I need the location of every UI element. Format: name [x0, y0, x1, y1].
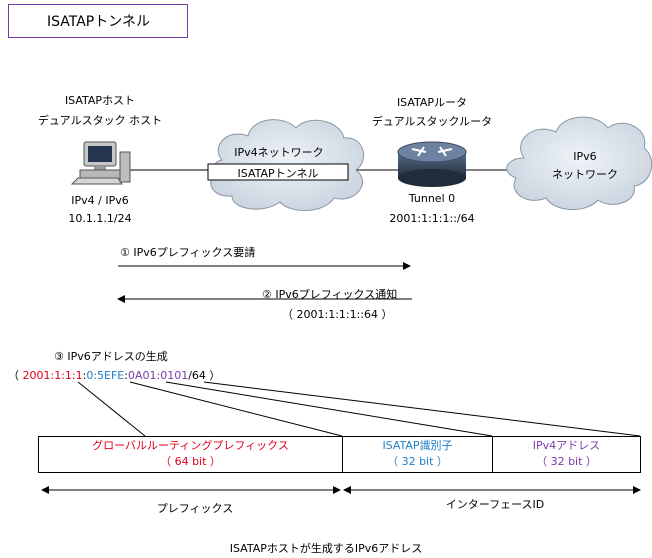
host-ip-type: IPv4 / IPv6 — [71, 194, 129, 207]
end-pointer-line — [203, 381, 641, 437]
isatap-tunnel-box — [207, 163, 349, 181]
ipv6-cloud-shape — [506, 116, 652, 211]
isatap-pointer-line — [129, 381, 343, 437]
ipv4-pointer-line — [165, 381, 493, 437]
step3-label: ③ IPv6アドレスの生成 — [54, 350, 168, 363]
isatap-tunnel-label: ISATAPトンネル — [237, 167, 319, 180]
prefix-field-bits: （ 64 bit ） — [160, 455, 221, 468]
router-ipv6-prefix: 2001:1:1:1::/64 — [389, 212, 475, 225]
step1-label: ① IPv6プレフィックス要請 — [120, 246, 256, 259]
host-ipv4-address: 10.1.1.1/24 — [68, 212, 132, 225]
address-isatap-part: 0:5EFE — [86, 369, 125, 382]
ipv4-field-bits: （ 32 bit ） — [536, 455, 597, 468]
prefix-field-label: グローバルルーティングプレフィックス — [92, 439, 289, 452]
address-length: /64 — [188, 369, 206, 382]
host-desc: デュアルスタック ホスト — [37, 114, 163, 127]
prefix-field: グローバルルーティングプレフィックス （ 64 bit ） — [38, 436, 343, 473]
prefix-span-label: プレフィックス — [156, 502, 234, 515]
address-close: ） — [205, 369, 221, 382]
isatap-field: ISATAP識別子 （ 32 bit ） — [342, 436, 493, 473]
router-interface: Tunnel 0 — [408, 192, 456, 205]
isatap-field-bits: （ 32 bit ） — [387, 455, 448, 468]
router-desc: デュアルスタックルータ — [371, 115, 493, 128]
diagram-caption: ISATAPホストが生成するIPv6アドレス — [229, 542, 423, 555]
generated-ipv6-address: （ 2001:1:1:1:0:5EFE:0A01:0101/64 ） — [8, 367, 220, 383]
step2-detail: （ 2001:1:1:1::64 ） — [282, 308, 393, 321]
address-prefix-part: 2001:1:1:1 — [22, 369, 83, 382]
prefix-pointer-line — [77, 381, 146, 437]
address-open: （ — [8, 369, 23, 382]
ipv6-network-line1: IPv6 — [573, 150, 597, 163]
router-icon — [397, 141, 467, 187]
computer-icon — [70, 141, 131, 185]
address-sep2: : — [124, 369, 128, 382]
ipv4-field-label: IPv4アドレス — [532, 439, 601, 452]
host-name: ISATAPホスト — [64, 94, 136, 107]
diagram-title: ISATAPトンネル — [8, 4, 188, 38]
address-ipv4-part: 0A01:0101 — [127, 369, 189, 382]
address-sep1: : — [82, 369, 87, 382]
ipv6-network-line2: ネットワーク — [552, 168, 618, 181]
ipv4-field: IPv4アドレス （ 32 bit ） — [492, 436, 641, 473]
step2-label: ② IPv6プレフィックス通知 — [262, 288, 398, 301]
interface-id-span-label: インターフェースID — [445, 498, 545, 511]
isatap-field-label: ISATAP識別子 — [382, 439, 453, 452]
ipv4-network-label: IPv4ネットワーク — [234, 146, 324, 159]
router-name: ISATAPルータ — [396, 96, 468, 109]
